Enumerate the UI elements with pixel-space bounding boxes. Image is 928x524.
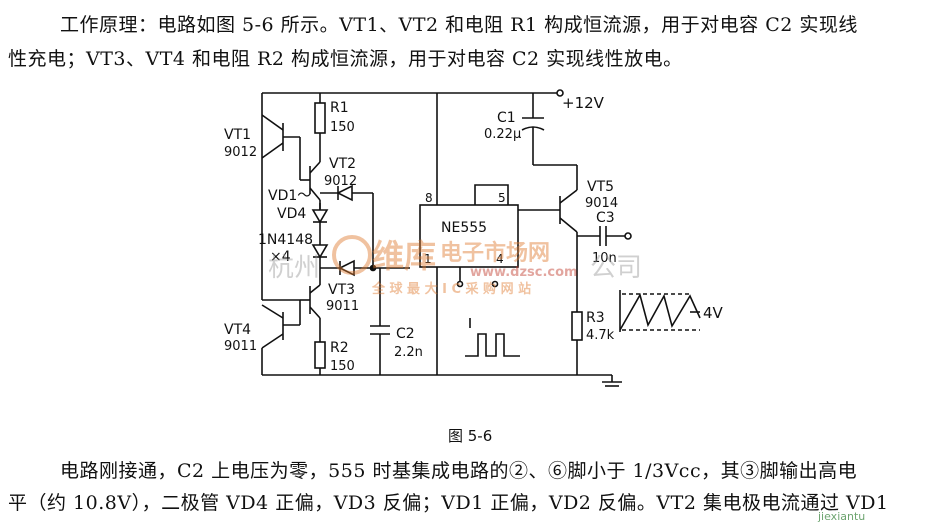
watermark: 维库 电子市场网 www.dzsc.com 全 球 最 大 I C 采 购 网 …	[268, 235, 642, 297]
c3-value: 10n	[592, 251, 617, 266]
c2-label: C2	[396, 326, 415, 342]
circuit-wires	[261, 89, 701, 387]
corner-watermark: jiexiantu	[817, 510, 865, 523]
output-amplitude: 4V	[703, 304, 724, 322]
pin-4: 4	[496, 252, 504, 266]
vd-range-bottom: VD4	[277, 206, 306, 222]
body-line-2: 平（约 10.8V），二极管 VD4 正偏，VD3 反偏；VD1 正偏，VD2 …	[8, 492, 889, 514]
vt3-value: 9011	[326, 299, 359, 314]
pin-1: 1	[424, 252, 432, 266]
watermark-brand: 维库	[372, 237, 436, 275]
pin-8: 8	[425, 191, 433, 205]
vt1-value: 9012	[224, 145, 257, 160]
body-line-1: 电路刚接通，C2 上电压为零，555 时基集成电路的②、⑥脚小于 1/3Vcc，…	[60, 460, 858, 482]
r3-value: 4.7k	[586, 328, 615, 343]
supply-label: +12V	[562, 94, 605, 112]
r1-label: R1	[330, 100, 349, 116]
c3-label: C3	[596, 210, 615, 226]
watermark-company-left: 杭州	[268, 253, 320, 283]
watermark-logo-icon	[332, 235, 372, 275]
c1-label: C1	[497, 110, 516, 126]
vt2-value: 9012	[324, 174, 357, 189]
vt4-label: VT4	[224, 322, 251, 338]
intro-line-1: 工作原理：电路如图 5-6 所示。VT1、VT2 和电阻 R1 构成恒流源，用于…	[60, 14, 858, 36]
c2-value: 2.2n	[394, 345, 423, 360]
intro-line-2: 性充电；VT3、VT4 和电阻 R2 构成恒流源，用于对电容 C2 实现线性放电…	[8, 48, 683, 70]
vt3-label: VT3	[328, 282, 355, 298]
vd-range-top: VD1～	[268, 188, 311, 204]
watermark-company-right: 公司	[590, 253, 642, 283]
c1-value: 0.22μ	[484, 127, 521, 142]
diode-type: 1N4148	[258, 232, 313, 248]
r3-label: R3	[586, 310, 605, 326]
ic-label: NE555	[441, 220, 487, 236]
vt1-label: VT1	[224, 127, 251, 143]
vt5-value: 9014	[585, 196, 618, 211]
vt4-value: 9011	[224, 339, 257, 354]
watermark-url: www.dzsc.com	[470, 265, 578, 280]
r1-value: 150	[330, 120, 355, 135]
figure-caption: 图 5-6	[448, 427, 493, 445]
vt5-label: VT5	[587, 179, 614, 195]
pin-5: 5	[498, 191, 506, 205]
vt2-label: VT2	[329, 156, 356, 172]
r2-value: 150	[330, 359, 355, 374]
r2-label: R2	[330, 340, 349, 356]
watermark-slogan: 全 球 最 大 I C 采 购 网 站	[371, 281, 531, 297]
watermark-site: 电子市场网	[440, 240, 550, 266]
diode-count: ×4	[270, 249, 291, 265]
